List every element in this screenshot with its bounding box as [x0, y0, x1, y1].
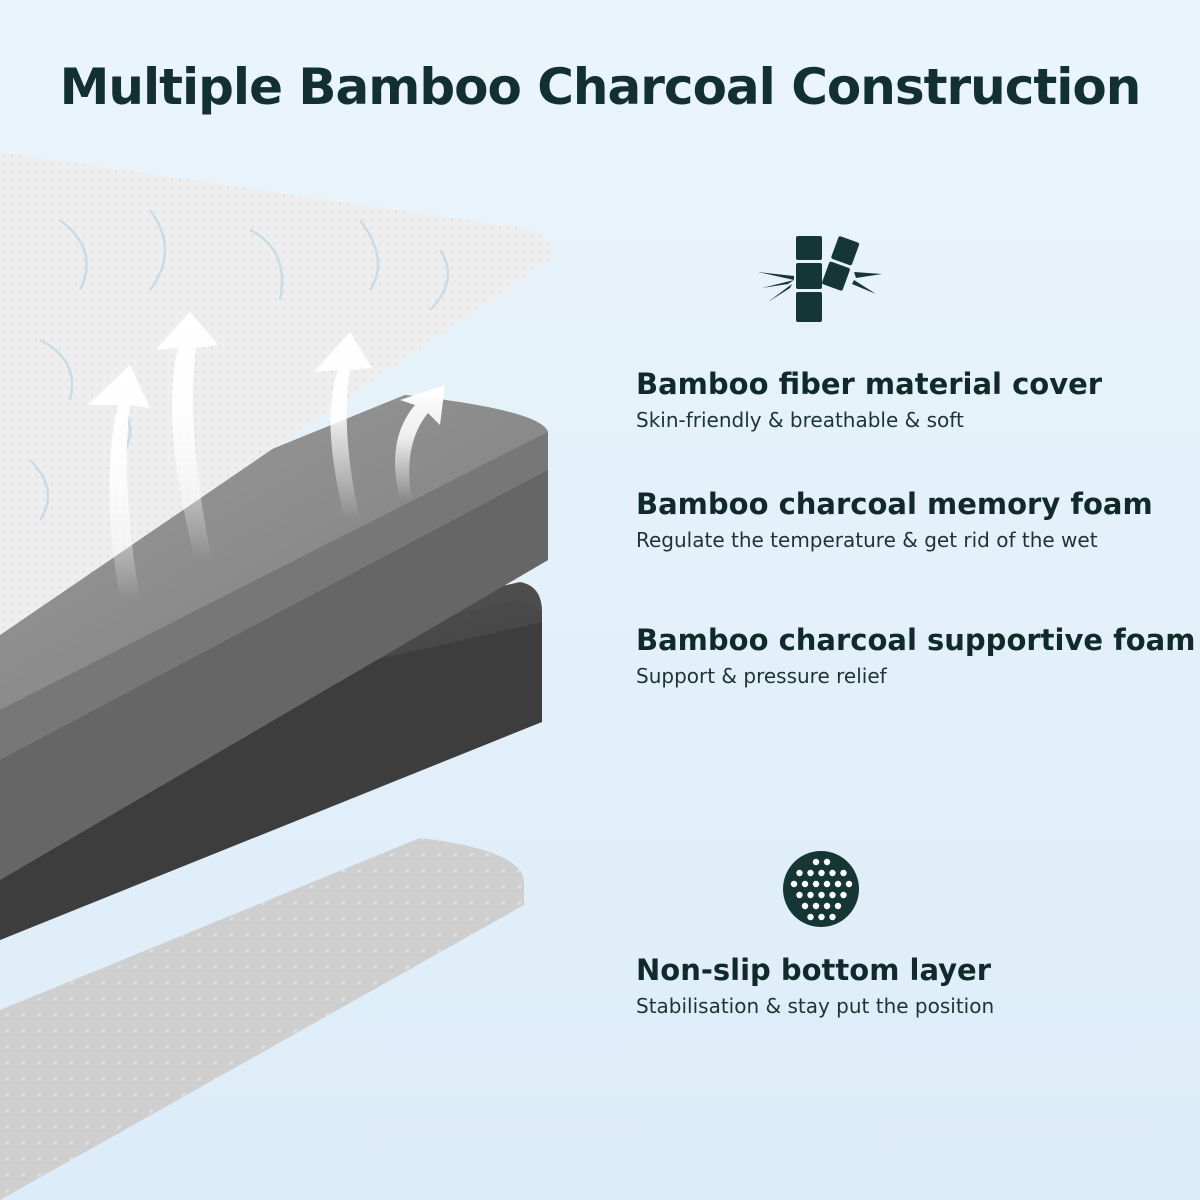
- feature-memory-foam: Bamboo charcoal memory foam Regulate the…: [636, 486, 1196, 554]
- feature-heading: Bamboo fiber material cover: [636, 367, 1103, 401]
- feature-bottom-layer: Non-slip bottom layer Stabilisation & st…: [636, 952, 1196, 1020]
- bottom-layer: [0, 838, 524, 1200]
- cover-layer: [0, 152, 553, 635]
- feature-subtext: Skin-friendly & breathable & soft: [636, 408, 964, 432]
- feature-heading: Bamboo charcoal memory foam: [636, 487, 1153, 521]
- feature-heading: Non-slip bottom layer: [636, 953, 992, 987]
- feature-supportive-foam: Bamboo charcoal supportive foam Support …: [636, 622, 1196, 690]
- page-title: Multiple Bamboo Charcoal Construction: [59, 58, 1142, 116]
- feature-subtext: Support & pressure relief: [636, 664, 887, 688]
- airflow-arrow-icon: [88, 312, 445, 600]
- feature-heading: Bamboo charcoal supportive foam: [636, 623, 1196, 657]
- feature-subtext: Regulate the temperature & get rid of th…: [636, 528, 1098, 552]
- feature-cover: Bamboo fiber material cover Skin-friendl…: [636, 366, 1196, 434]
- feature-subtext: Stabilisation & stay put the position: [636, 994, 995, 1018]
- bamboo-icon: [758, 232, 884, 324]
- dotted-circle-icon: [782, 850, 860, 928]
